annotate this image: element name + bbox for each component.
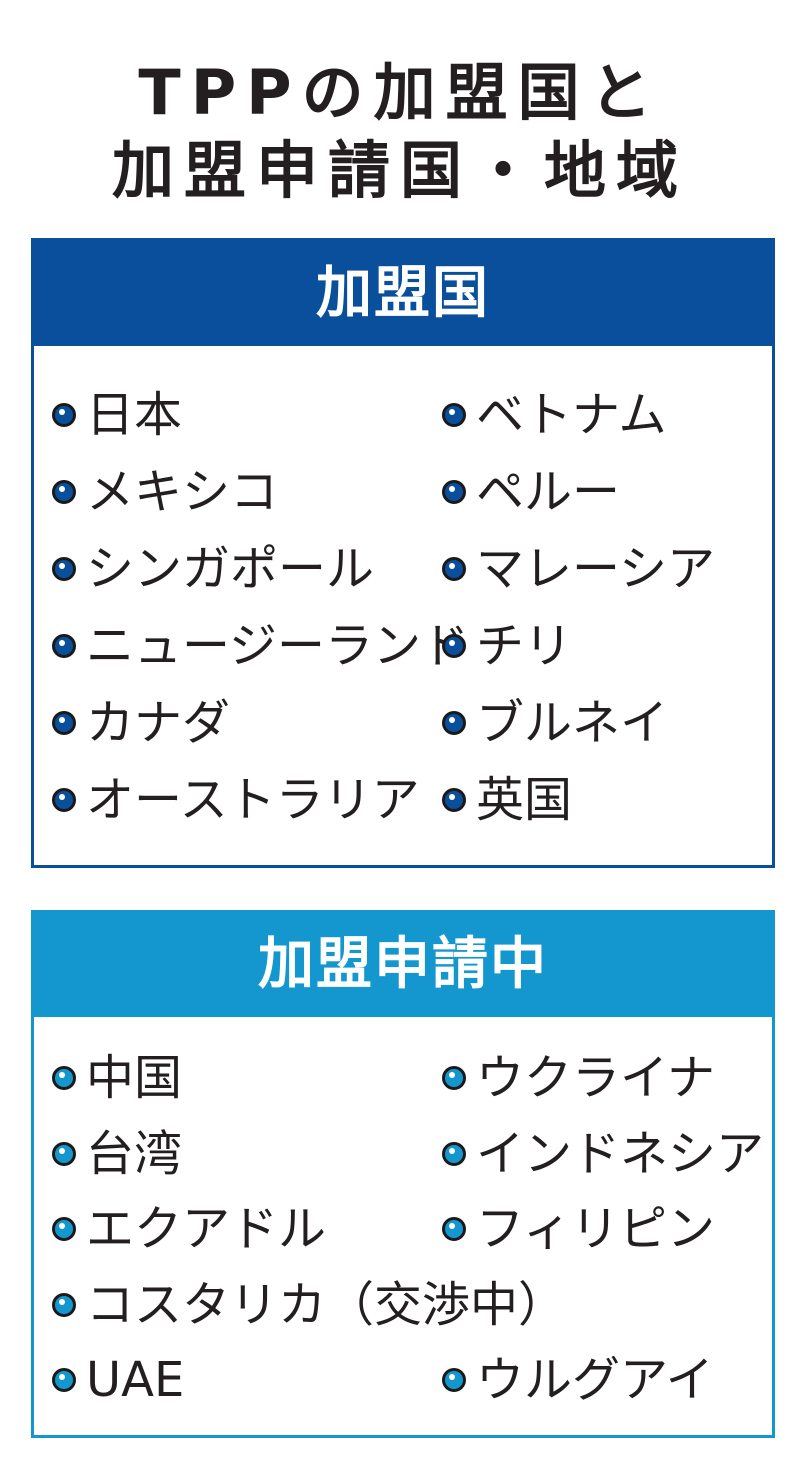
list-item: カナダ xyxy=(52,699,230,747)
list-item: マレーシア xyxy=(442,545,715,593)
list-item: フィリピン xyxy=(442,1205,715,1253)
bullet-dot-icon xyxy=(442,557,466,581)
country-name: エクアドル xyxy=(86,1201,327,1257)
bullet-dot-icon xyxy=(442,480,466,504)
country-name: メキシコ xyxy=(86,464,279,520)
list-item: チリ xyxy=(442,622,572,670)
list-item: ブルネイ xyxy=(442,699,668,747)
list-item: 中国 xyxy=(52,1054,182,1102)
country-name: オーストラリア xyxy=(86,772,420,828)
list-item: メキシコ xyxy=(52,468,278,516)
bullet-dot-icon xyxy=(442,1217,466,1241)
country-name: コスタリカ（交渉中） xyxy=(86,1276,567,1333)
country-name: 台湾 xyxy=(86,1125,183,1182)
country-name: 日本 xyxy=(86,387,183,443)
title-line-1: TPPの加盟国と xyxy=(138,56,662,129)
country-name: ニュージーランド xyxy=(86,618,470,674)
bullet-dot-icon xyxy=(52,480,76,504)
country-name: ベトナム xyxy=(476,387,667,443)
list-item: ニュージーランド xyxy=(52,622,469,670)
bullet-dot-icon xyxy=(442,634,466,658)
list-item: オーストラリア xyxy=(52,776,420,824)
country-name: インドネシア xyxy=(476,1125,765,1182)
country-name: ブルネイ xyxy=(476,695,669,751)
list-item: ウクライナ xyxy=(442,1054,715,1102)
bullet-dot-icon xyxy=(442,1066,466,1090)
members-heading: 加盟国 xyxy=(34,241,772,346)
list-item: UAE xyxy=(52,1356,184,1404)
bullet-dot-icon xyxy=(52,1292,76,1317)
country-name: ウクライナ xyxy=(476,1050,716,1106)
applicants-panel: 加盟申請中 中国 ウクライナ台湾 インドネシアエクアドル フィリピンコスタリカ（交渉中… xyxy=(31,910,775,1438)
list-item: ウルグアイ xyxy=(442,1356,714,1404)
list-item: ベトナム xyxy=(442,391,667,439)
bullet-dot-icon xyxy=(52,1066,76,1090)
bullet-dot-icon xyxy=(52,711,76,735)
bullet-dot-icon xyxy=(442,788,466,812)
list-item: 英国 xyxy=(442,776,572,824)
country-name: UAE xyxy=(86,1352,185,1408)
country-name: 英国 xyxy=(476,772,573,828)
bullet-dot-icon xyxy=(52,1217,76,1241)
title-line-2: 加盟申請国・地域 xyxy=(111,134,688,207)
applicants-heading: 加盟申請中 xyxy=(34,913,772,1017)
country-name: マレーシア xyxy=(476,541,716,597)
country-name: フィリピン xyxy=(476,1201,716,1257)
country-name: カナダ xyxy=(86,695,231,751)
bullet-dot-icon xyxy=(442,1141,466,1166)
list-item: 台湾 xyxy=(52,1130,182,1178)
bullet-dot-icon xyxy=(442,1368,466,1392)
bullet-dot-icon xyxy=(442,403,466,427)
list-item: コスタリカ（交渉中） xyxy=(52,1281,566,1329)
country-name: 中国 xyxy=(86,1050,183,1106)
bullet-dot-icon xyxy=(52,403,76,427)
list-item: インドネシア xyxy=(442,1130,764,1178)
list-item: エクアドル xyxy=(52,1205,326,1253)
bullet-dot-icon xyxy=(442,711,466,735)
country-name: シンガポール xyxy=(86,541,375,597)
list-item: 日本 xyxy=(52,391,182,439)
country-name: ウルグアイ xyxy=(476,1352,714,1408)
bullet-dot-icon xyxy=(52,1368,76,1392)
bullet-dot-icon xyxy=(52,788,76,812)
country-name: チリ xyxy=(476,618,573,674)
bullet-dot-icon xyxy=(52,1141,76,1166)
members-panel: 加盟国 日本メキシコシンガポールニュージーランドカナダオーストラリアベトナムペル… xyxy=(31,238,775,868)
bullet-dot-icon xyxy=(52,634,76,658)
country-name: ペルー xyxy=(476,464,621,520)
list-item: シンガポール xyxy=(52,545,374,593)
bullet-dot-icon xyxy=(52,557,76,581)
list-item: ペルー xyxy=(442,468,620,516)
